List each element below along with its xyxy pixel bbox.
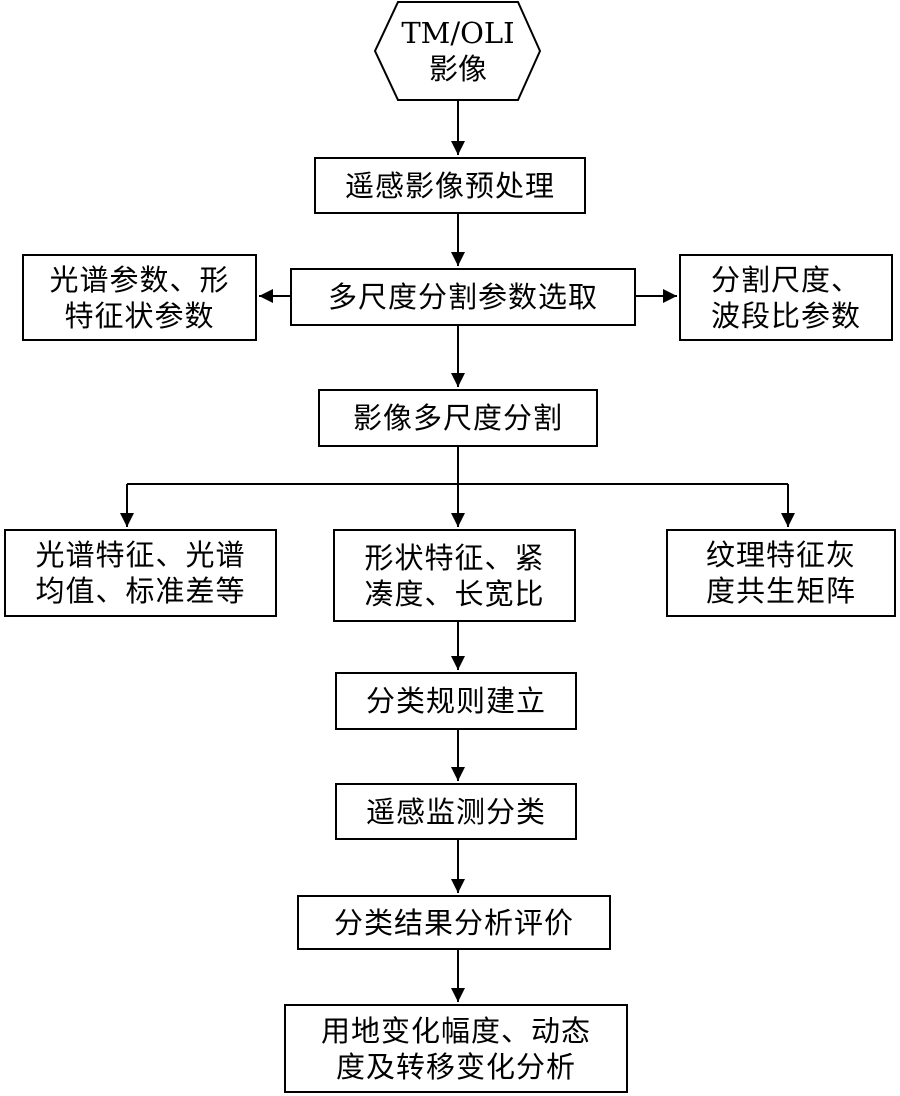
texture-line2: 度共生矩阵 [705,574,856,608]
final-box: 用地变化幅度、动态 度及转移变化分析 [284,1004,628,1093]
shape-line1: 形状特征、紧 [364,540,545,575]
spectral-line1: 光谱特征、光谱 [35,538,246,572]
shape-line2: 凑度、长宽比 [364,576,545,611]
right-params-box: 分割尺度、 波段比参数 [679,254,893,341]
left-params-box: 光谱参数、形 特征状参数 [22,254,257,341]
rules-label: 分类规则建立 [365,684,546,718]
preprocess-label: 遥感影像预处理 [344,168,555,203]
left-params-line1: 光谱参数、形 [49,262,230,297]
start-hexagon [373,1,542,101]
shape-features-box: 形状特征、紧 凑度、长宽比 [333,529,576,622]
start-node-label: TM/OLI 影像 [375,2,541,100]
classify-label: 遥感监测分类 [365,794,546,829]
start-line1: TM/OLI [401,16,515,50]
texture-features-box: 纹理特征灰 度共生矩阵 [666,529,896,617]
final-line2: 度及转移变化分析 [335,1049,576,1084]
spectral-features-box: 光谱特征、光谱 均值、标准差等 [4,529,277,617]
preprocess-box: 遥感影像预处理 [314,157,586,214]
right-params-line1: 分割尺度、 [710,262,861,297]
texture-line1: 纹理特征灰 [705,538,856,572]
evaluate-box: 分类结果分析评价 [297,895,611,950]
param-select-label: 多尺度分割参数选取 [327,280,598,314]
rules-box: 分类规则建立 [335,672,577,730]
left-params-line2: 特征状参数 [64,298,215,333]
segmentation-box: 影像多尺度分割 [318,389,598,447]
param-select-box: 多尺度分割参数选取 [290,268,636,326]
start-line2: 影像 [428,52,487,86]
final-line1: 用地变化幅度、动态 [320,1013,591,1048]
classify-box: 遥感监测分类 [335,783,577,840]
spectral-line2: 均值、标准差等 [35,574,246,608]
segmentation-label: 影像多尺度分割 [352,401,563,435]
evaluate-label: 分类结果分析评价 [333,905,574,940]
right-params-line2: 波段比参数 [710,298,861,333]
